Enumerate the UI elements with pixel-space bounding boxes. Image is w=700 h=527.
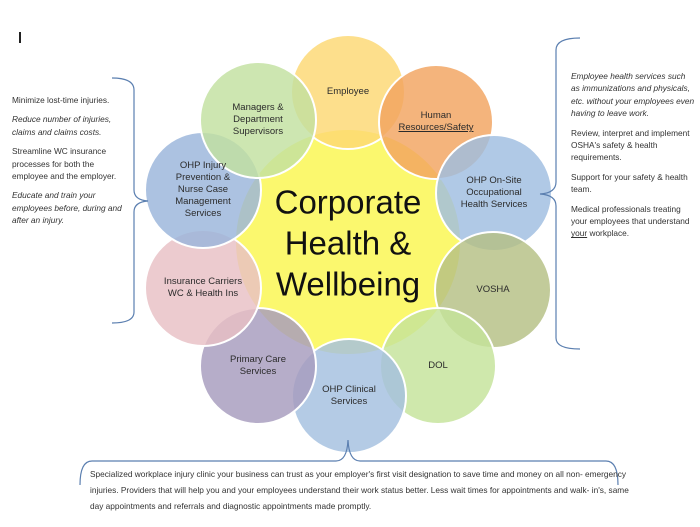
circle-label-line: Management — [175, 196, 231, 207]
circle-managers — [199, 61, 317, 179]
center-hub — [236, 130, 460, 354]
circle-label-line: Supervisors — [232, 126, 284, 137]
circle-label-line: Health Services — [460, 199, 528, 210]
right-item: Review, interpret and implement OSHA's s… — [571, 127, 690, 163]
bottom-description: Specialized workplace injury clinic your… — [90, 469, 629, 511]
circle-label-dol: DOL — [428, 360, 448, 372]
left-benefits-panel: Minimize lost-time injuries. Reduce numb… — [12, 94, 130, 234]
circle-label-line: Insurance Carriers — [163, 276, 243, 287]
circle-label-line: Department — [233, 114, 283, 125]
left-item: Streamline WC insurance processes for bo… — [12, 146, 117, 182]
circle-label-line: Occupational — [466, 187, 522, 198]
circle-label-line: VOSHA — [476, 284, 510, 295]
circle-label-line: Nurse Case — [177, 184, 229, 195]
circle-label-vosha: VOSHA — [476, 284, 509, 296]
circle-label-line: Prevention & — [175, 172, 231, 183]
circle-label-line: Primary Care — [230, 354, 286, 365]
circle-label-line: OHP Clinical — [322, 384, 376, 395]
title-line-2: Health & — [284, 224, 412, 262]
right-item: Medical professionals treating your empl… — [571, 203, 696, 240]
left-brace — [111, 77, 149, 324]
title-line-3: Wellbeing — [275, 265, 421, 303]
right-brace — [539, 37, 581, 350]
left-item: Educate and train your employees before,… — [12, 190, 122, 226]
circle-label-line: DOL — [428, 360, 448, 371]
circle-label-line: Services — [184, 208, 222, 219]
circle-label-employee: Employee — [327, 86, 369, 98]
circle-label-line: OHP Injury — [179, 160, 227, 171]
bottom-brace — [79, 439, 619, 486]
left-item: Reduce number of injuries, claims and cl… — [12, 114, 112, 137]
right-item-underlined: your — [571, 228, 588, 239]
left-item: Minimize lost-time injuries. — [12, 95, 110, 105]
center-title: Corporate Health & Wellbeing — [275, 182, 422, 305]
circle-label-line: Human — [420, 110, 452, 121]
right-item-text: workplace. — [587, 228, 630, 239]
text-cursor — [19, 32, 21, 43]
circle-label-line: Managers & — [232, 102, 284, 113]
circle-label-line: Resources/Safety — [398, 122, 474, 133]
satellite-circles — [144, 34, 553, 454]
circle-label-line: WC & Health Ins — [167, 288, 239, 299]
circle-label-line: OHP On-Site — [466, 175, 522, 186]
right-item: Support for your safety & health team. — [571, 171, 688, 195]
right-item: Employee health services such as immuniz… — [571, 71, 695, 119]
right-benefits-panel: Employee health services such as immuniz… — [571, 70, 696, 247]
circle-label-line: Employee — [326, 86, 370, 97]
right-item-text: Medical professionals treating your empl… — [571, 203, 690, 227]
circle-label-line: Services — [239, 366, 277, 377]
circle-label-line: Services — [330, 396, 368, 407]
title-line-1: Corporate — [274, 183, 422, 221]
